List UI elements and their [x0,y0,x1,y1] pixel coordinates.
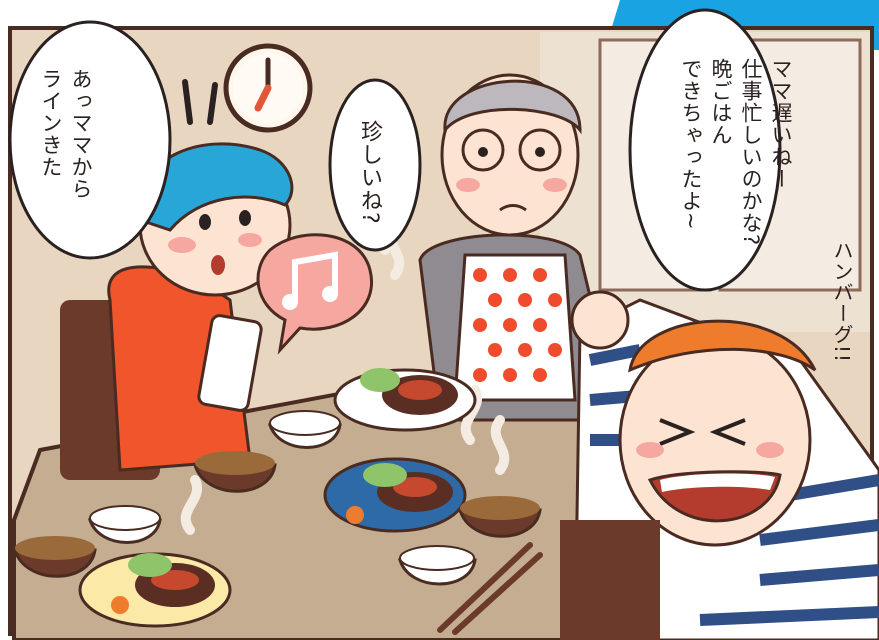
speech-text-father: ママ遅いねー 仕事忙しいのかな? 晩ごはん できちゃったよ~ [679,58,793,247]
music-note-icon [256,233,373,355]
clock-icon [223,43,313,133]
sfx-text-boy: ハンバーグ!! [830,240,854,364]
speech-text-girl: あっママから ラインきた [39,68,93,200]
hamburg-plate-top [333,368,477,432]
father-character [418,73,622,422]
speech-bubble-girl [8,20,172,260]
speech-text-mid: 珍しいね? [357,120,382,225]
boy-character [560,290,879,640]
girl-character [98,79,294,472]
rice-bowls [87,410,477,586]
chopsticks [437,542,543,635]
miso-bowls [13,451,542,578]
hamburg-plate-front [78,552,232,628]
speech-bubble-mid [328,78,422,252]
hamburg-plate-center [323,457,467,533]
speech-bubble-father [628,8,782,292]
